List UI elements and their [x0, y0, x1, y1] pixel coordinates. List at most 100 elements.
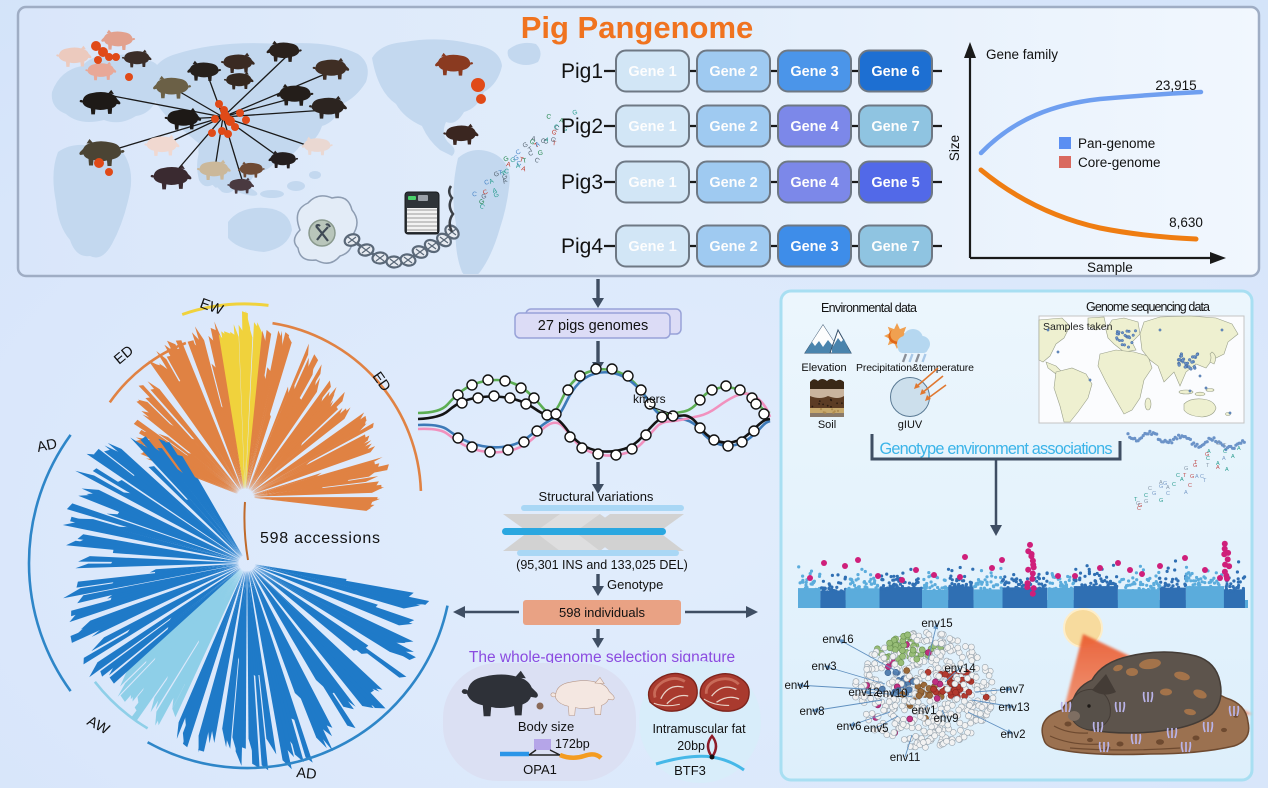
- svg-text:T: T: [518, 156, 524, 164]
- svg-text:8,630: 8,630: [1169, 215, 1203, 230]
- svg-text:T: T: [1223, 443, 1227, 449]
- svg-text:C: C: [533, 157, 541, 166]
- svg-text:Pan-genome: Pan-genome: [1078, 136, 1155, 151]
- svg-text:A: A: [488, 177, 495, 185]
- svg-text:C: C: [1166, 491, 1170, 497]
- svg-text:A: A: [520, 165, 527, 173]
- svg-text:A: A: [1216, 461, 1220, 467]
- svg-text:A: A: [543, 136, 550, 144]
- svg-text:T: T: [552, 140, 557, 147]
- svg-text:G: G: [1136, 501, 1140, 507]
- svg-text:G: G: [1190, 474, 1194, 480]
- svg-text:gIUV: gIUV: [898, 419, 923, 431]
- svg-text:Gene 2: Gene 2: [709, 64, 757, 80]
- svg-text:G: G: [1205, 452, 1209, 458]
- svg-text:A: A: [1184, 490, 1188, 496]
- svg-text:G: G: [1159, 498, 1163, 504]
- svg-text:C: C: [478, 203, 486, 212]
- svg-text:A: A: [1237, 446, 1241, 452]
- svg-text:T: T: [498, 169, 503, 177]
- svg-text:T: T: [533, 142, 540, 150]
- svg-text:env14: env14: [944, 663, 976, 675]
- svg-text:A: A: [1216, 465, 1220, 471]
- svg-text:A: A: [499, 169, 507, 178]
- svg-text:env8: env8: [800, 706, 825, 718]
- svg-text:G: G: [572, 109, 579, 117]
- svg-text:A: A: [501, 177, 509, 186]
- svg-text:598 accessions: 598 accessions: [260, 530, 380, 547]
- svg-text:27 pigs genomes: 27 pigs genomes: [538, 318, 648, 334]
- svg-text:G: G: [1144, 499, 1148, 505]
- svg-text:env15: env15: [921, 618, 952, 630]
- svg-text:G: G: [481, 193, 488, 201]
- svg-text:env3: env3: [812, 661, 837, 673]
- svg-text:Gene family: Gene family: [986, 47, 1058, 62]
- svg-text:Size: Size: [947, 135, 962, 161]
- svg-text:Genotype environment associati: Genotype environment associations: [880, 440, 1113, 458]
- svg-text:C: C: [553, 124, 560, 132]
- svg-text:C: C: [1216, 441, 1220, 447]
- svg-text:C: C: [1144, 493, 1148, 499]
- svg-text:G: G: [509, 156, 517, 165]
- svg-text:T: T: [527, 146, 534, 154]
- svg-text:C: C: [1200, 474, 1204, 480]
- svg-text:A: A: [516, 163, 522, 170]
- svg-text:G: G: [1184, 466, 1188, 472]
- svg-text:C: C: [528, 150, 535, 158]
- svg-text:Pig4: Pig4: [561, 235, 603, 258]
- svg-text:A: A: [1222, 456, 1226, 462]
- svg-text:C: C: [1148, 486, 1152, 492]
- svg-text:G: G: [522, 141, 530, 150]
- svg-text:G: G: [493, 170, 501, 178]
- svg-text:env7: env7: [1000, 684, 1025, 696]
- svg-text:kmers: kmers: [633, 392, 666, 406]
- svg-text:env5: env5: [864, 723, 889, 735]
- svg-text:env12: env12: [848, 687, 879, 699]
- svg-text:T: T: [1203, 478, 1207, 484]
- svg-text:G: G: [549, 136, 557, 145]
- svg-text:Gene 1: Gene 1: [628, 239, 676, 255]
- svg-text:T: T: [1194, 460, 1198, 466]
- svg-text:G: G: [528, 138, 536, 147]
- svg-text:172bp: 172bp: [555, 737, 590, 751]
- svg-text:C: C: [1223, 449, 1227, 455]
- svg-text:G: G: [538, 150, 544, 157]
- svg-text:Structural variations: Structural variations: [539, 489, 654, 504]
- svg-text:G: G: [550, 129, 558, 138]
- svg-text:env13: env13: [998, 702, 1029, 714]
- svg-text:A: A: [492, 187, 498, 195]
- svg-text:env11: env11: [890, 752, 920, 764]
- svg-text:C: C: [552, 123, 560, 132]
- svg-text:598 individuals: 598 individuals: [559, 605, 646, 620]
- svg-text:Pig3: Pig3: [561, 171, 603, 194]
- svg-text:Gene 3: Gene 3: [790, 239, 838, 255]
- svg-text:EW: EW: [198, 296, 226, 319]
- svg-text:A: A: [1180, 477, 1184, 483]
- svg-text:C: C: [1172, 482, 1176, 488]
- svg-text:20bp: 20bp: [677, 739, 705, 753]
- svg-text:Pig1: Pig1: [561, 60, 603, 83]
- svg-text:Intramuscular fat: Intramuscular fat: [652, 722, 746, 736]
- svg-text:Core-genome: Core-genome: [1078, 155, 1161, 170]
- svg-text:A: A: [559, 117, 565, 125]
- svg-text:Genome sequencing data: Genome sequencing data: [1086, 300, 1210, 314]
- svg-text:Body size: Body size: [518, 719, 574, 734]
- svg-text:G: G: [1159, 484, 1163, 490]
- svg-text:C: C: [1137, 506, 1141, 512]
- svg-text:G: G: [1193, 463, 1197, 469]
- svg-text:C: C: [483, 179, 490, 187]
- svg-text:Genotype: Genotype: [607, 577, 663, 592]
- svg-text:A: A: [1166, 485, 1170, 491]
- svg-text:Gene 2: Gene 2: [709, 239, 757, 255]
- svg-text:Environmental data: Environmental data: [821, 301, 917, 315]
- svg-text:A: A: [1195, 474, 1199, 480]
- svg-text:A: A: [506, 161, 512, 169]
- svg-text:A: A: [1207, 449, 1211, 455]
- svg-text:env16: env16: [822, 634, 853, 646]
- svg-text:Gene 1: Gene 1: [628, 64, 676, 80]
- svg-text:C: C: [1188, 483, 1192, 489]
- svg-text:T: T: [1183, 473, 1187, 479]
- svg-text:A: A: [531, 135, 538, 143]
- svg-text:env9: env9: [934, 713, 959, 725]
- svg-text:C: C: [482, 188, 489, 196]
